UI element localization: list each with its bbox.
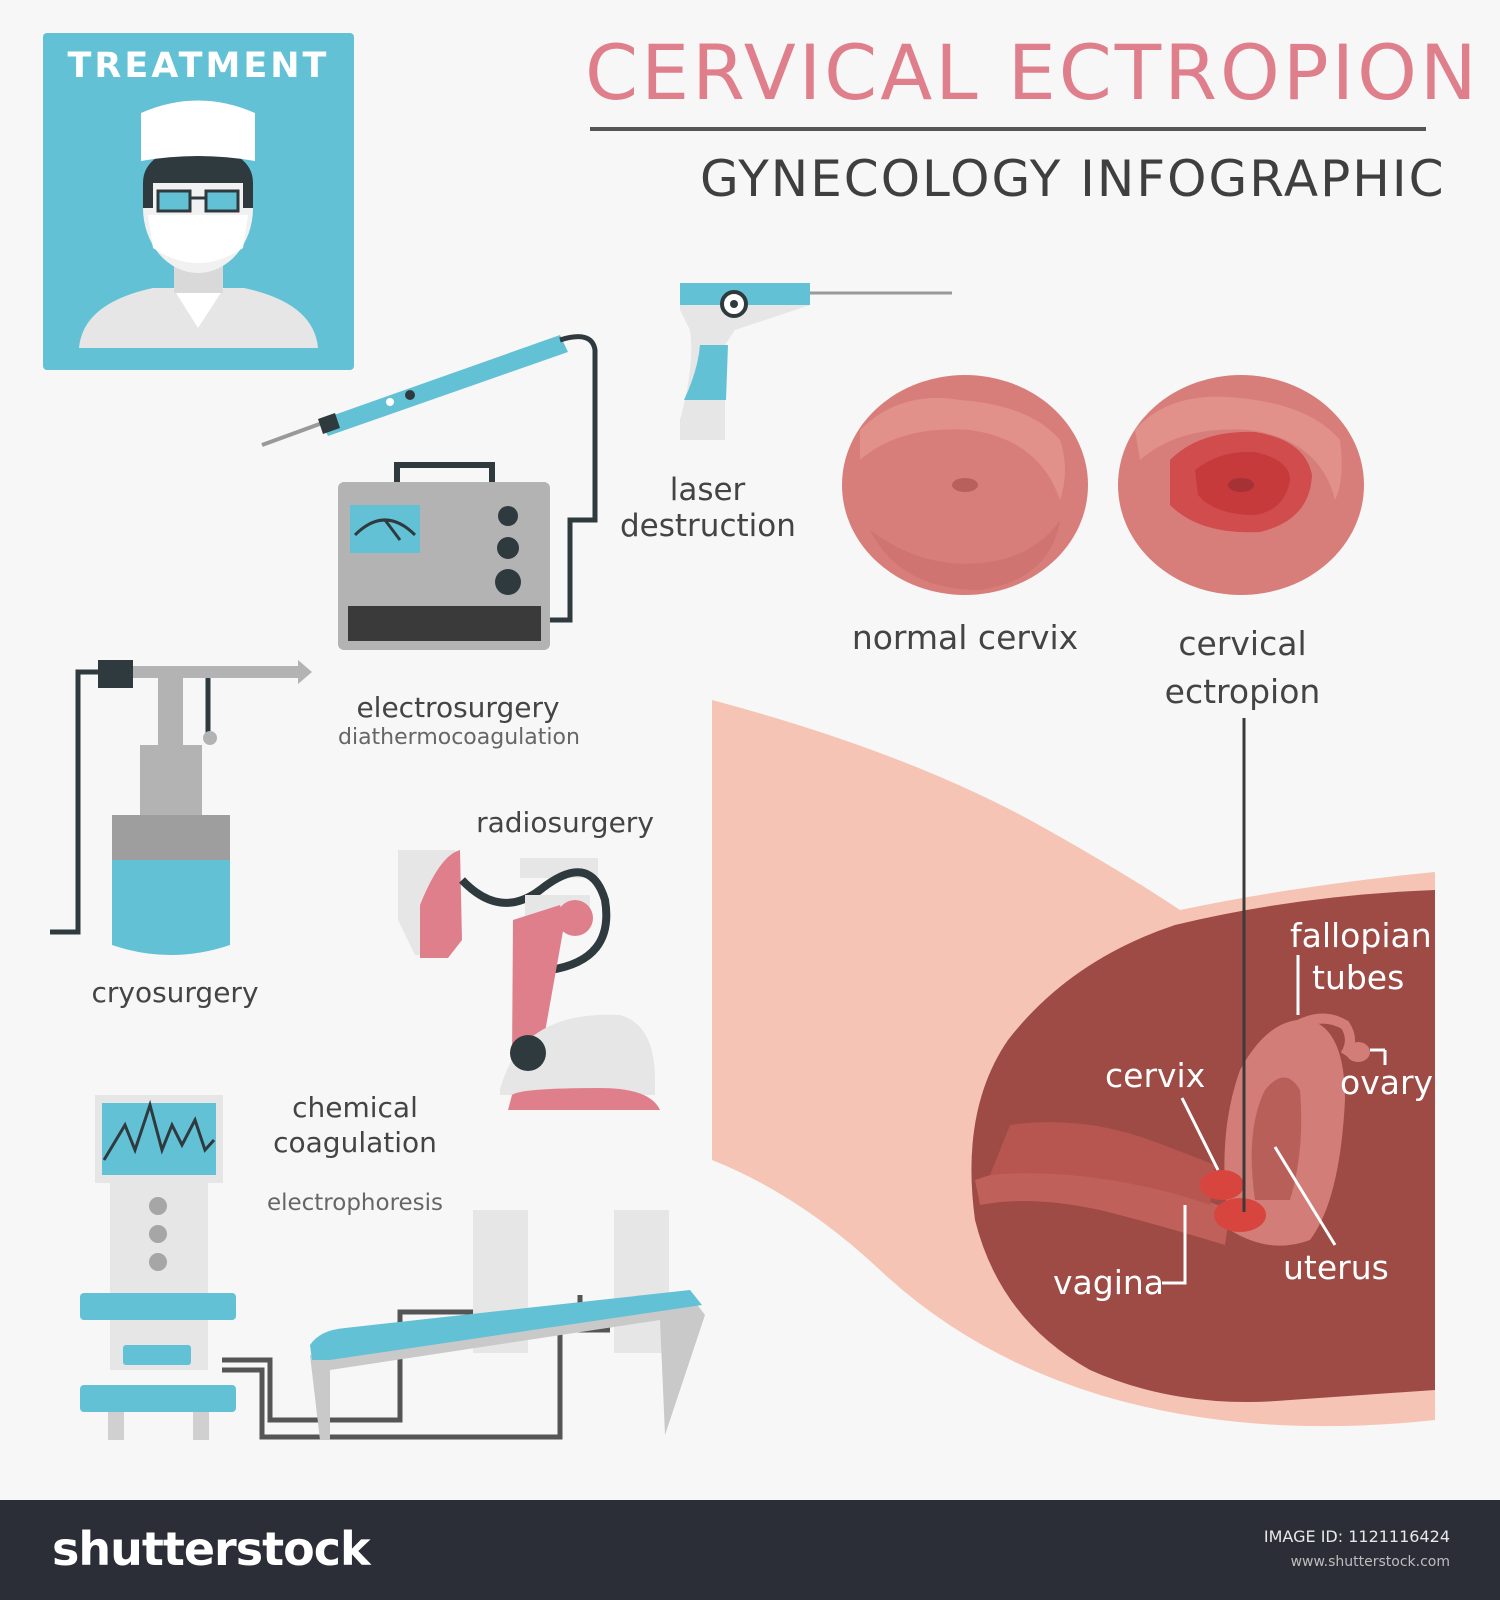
illustrations (50, 283, 1435, 1440)
chemical-label-line1: chemical (292, 1091, 418, 1124)
title-divider (590, 127, 1426, 131)
cervix-label: cervix (1105, 1056, 1206, 1095)
vagina-label: vagina (1053, 1263, 1165, 1302)
page-subtitle: GYNECOLOGY INFOGRAPHIC (700, 150, 1446, 208)
radiosurgery-device-icon (398, 850, 660, 1110)
ovary-label: ovary (1340, 1063, 1434, 1102)
footer-logo: shutterstock (52, 1522, 371, 1576)
image-id: IMAGE ID: 1121116424 (1263, 1527, 1450, 1546)
fallopian-label-line1: fallopian (1290, 916, 1432, 955)
electrosurgery-unit-icon (338, 462, 550, 650)
footer-bar (0, 1500, 1500, 1600)
treatment-label: TREATMENT (67, 46, 330, 86)
electrosurgery-pen-icon (261, 334, 598, 623)
cryosurgery-label: cryosurgery (91, 976, 259, 1009)
anatomy-illustration (712, 700, 1435, 1427)
page-title: CERVICAL ECTROPION (585, 28, 1480, 117)
electrophoresis-machine-icon (80, 1095, 610, 1440)
laser-label-line2: destruction (620, 508, 796, 544)
electrophoresis-label: electrophoresis (266, 1190, 444, 1216)
diathermocoagulation-label: diathermocoagulation (338, 725, 580, 750)
footer-url: www.shutterstock.com (1290, 1554, 1450, 1570)
ectropion-label-line2: ectropion (1164, 672, 1321, 711)
uterus-label: uterus (1283, 1248, 1389, 1287)
normal-cervix-label: normal cervix (851, 618, 1079, 657)
gynecological-chair-icon (310, 1210, 705, 1440)
laser-device-icon (680, 283, 952, 440)
ectropion-cervix-illustration (1118, 375, 1364, 595)
chemical-label-line2: coagulation (273, 1126, 437, 1159)
normal-cervix-illustration (842, 375, 1088, 595)
laser-label-line1: laser (669, 472, 746, 508)
ectropion-label-line1: cervical (1178, 624, 1307, 663)
electrosurgery-label: electrosurgery (356, 691, 560, 724)
cryosurgery-device-icon (50, 660, 312, 955)
fallopian-tubes-label: fallopian tubes (1290, 915, 1432, 999)
laser-label: laser destruction (620, 472, 796, 544)
chemical-coagulation-label: chemical coagulation (250, 1090, 460, 1160)
treatment-panel (43, 33, 354, 370)
doctor-icon (79, 100, 318, 348)
radiosurgery-label: radiosurgery (476, 806, 654, 839)
cervical-ectropion-label: cervical ectropion (1120, 620, 1365, 716)
fallopian-label-line2: tubes (1312, 958, 1405, 997)
